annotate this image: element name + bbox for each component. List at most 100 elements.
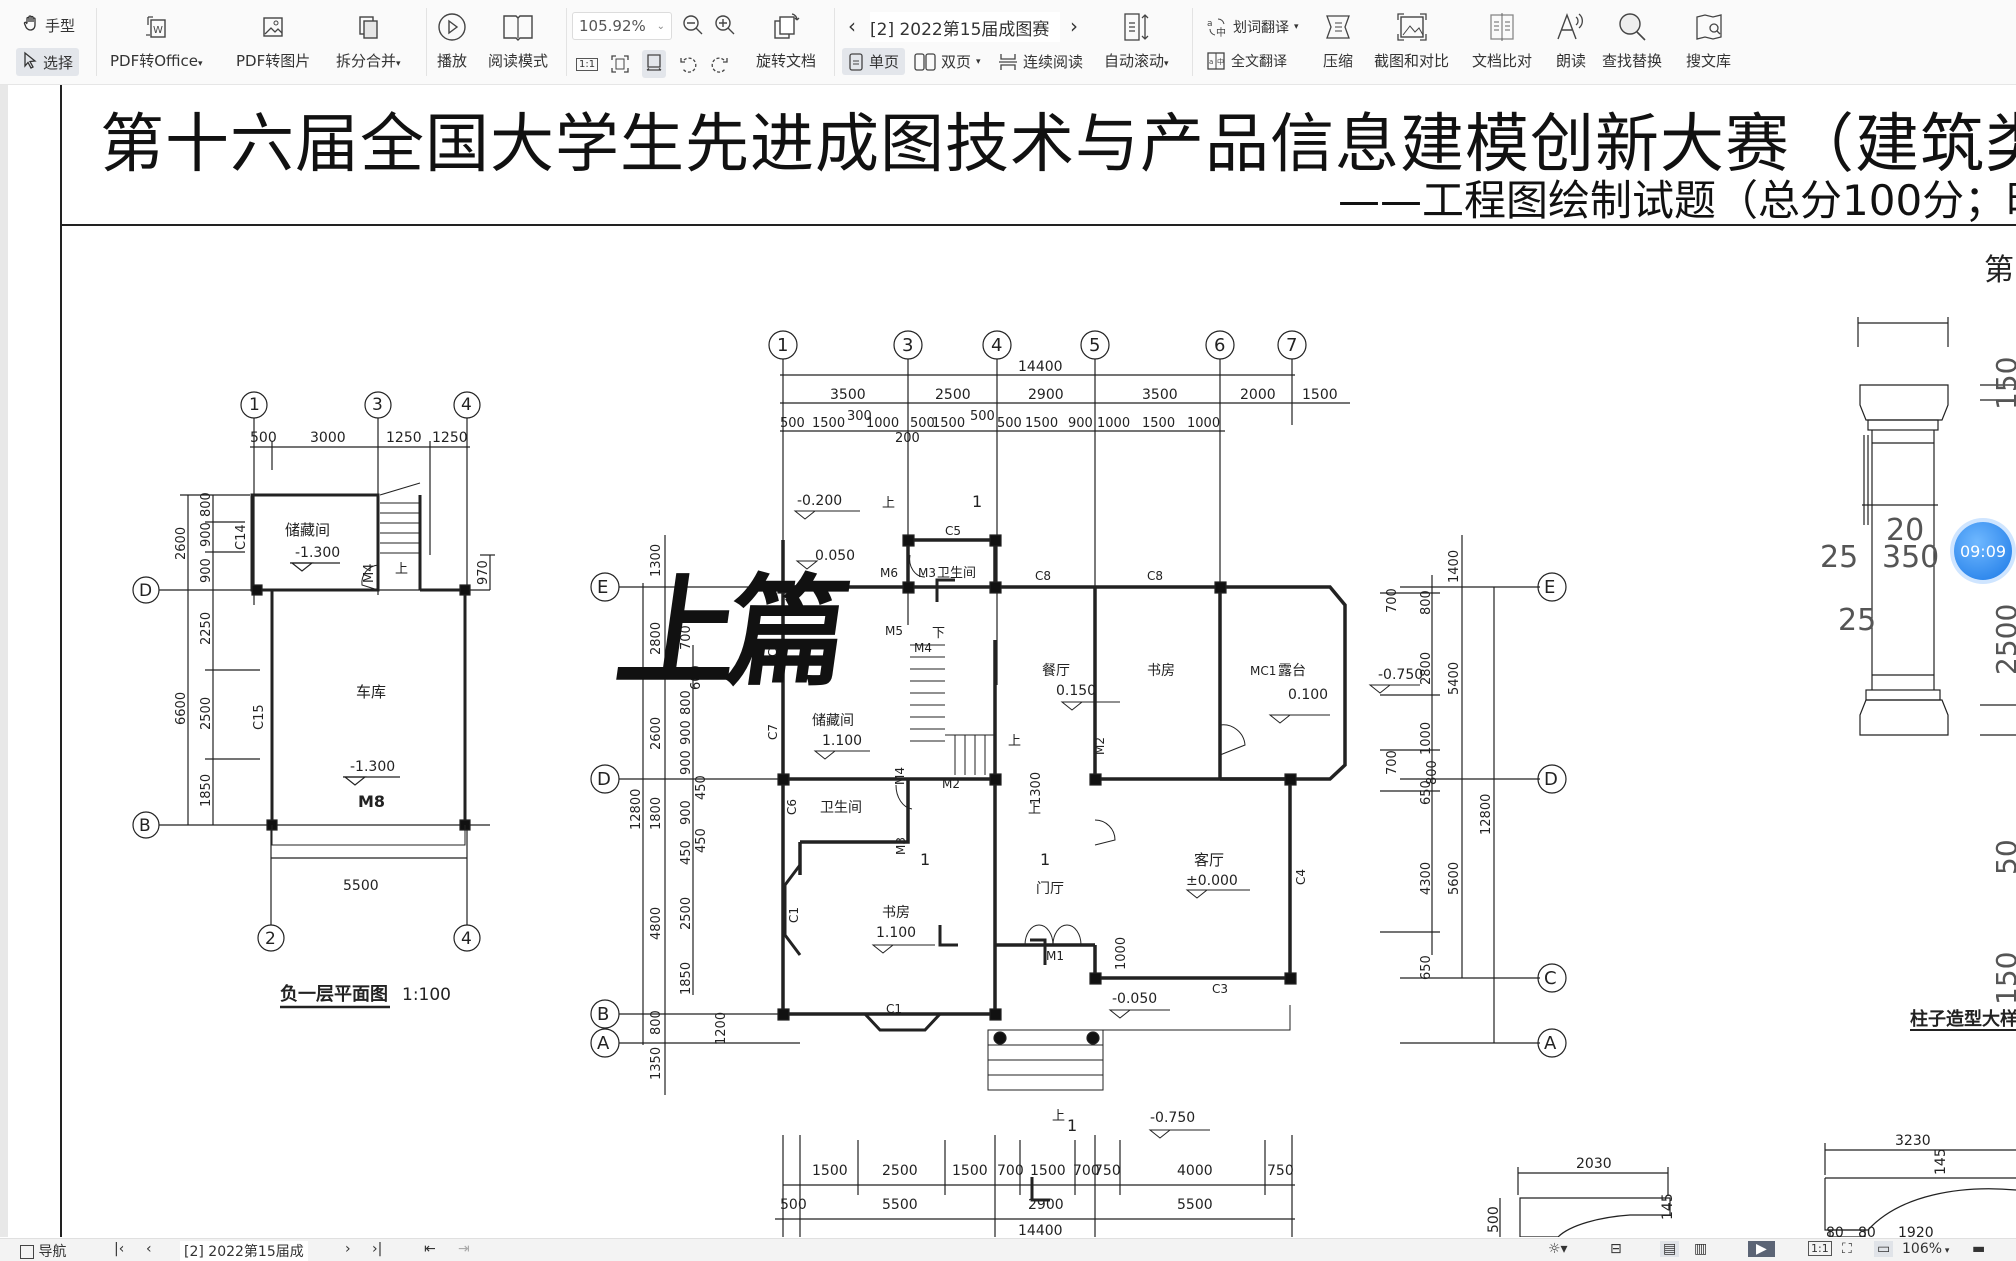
svg-text:2: 2 — [265, 929, 276, 949]
find-replace-button[interactable]: 查找替换 — [1602, 10, 1662, 71]
pdf-to-office-button[interactable]: W PDF转Office▾ — [110, 10, 203, 71]
minus-icon: ▬ — [1972, 1241, 1986, 1257]
svg-text:MC1: MC1 — [1250, 664, 1276, 678]
svg-text:3: 3 — [372, 395, 383, 415]
zoom-out-icon — [683, 15, 703, 35]
svg-text:2250: 2250 — [199, 612, 214, 645]
svg-text:上: 上 — [395, 562, 408, 577]
actual-size-button[interactable]: 1:1 — [576, 57, 599, 71]
double-page-view-button[interactable]: ▥ — [1694, 1241, 1707, 1257]
svg-text:800: 800 — [649, 1010, 664, 1035]
next-page-button[interactable]: › — [345, 1241, 351, 1257]
svg-text:970: 970 — [476, 560, 491, 585]
compress-button[interactable]: 压缩 — [1322, 10, 1354, 71]
svg-text:1350: 1350 — [649, 1047, 664, 1080]
document-compare-button[interactable]: 文档比对 — [1472, 10, 1532, 71]
search-library-button[interactable]: 搜文库 — [1686, 10, 1731, 71]
rotate-left-icon[interactable] — [678, 54, 698, 74]
svg-text:1: 1 — [1040, 850, 1050, 869]
continuous-view-button[interactable]: ⊟ — [1610, 1241, 1622, 1257]
svg-text:中: 中 — [1217, 57, 1224, 66]
svg-text:3: 3 — [902, 335, 913, 356]
svg-text:4800: 4800 — [649, 907, 664, 940]
svg-text:A: A — [1544, 1033, 1557, 1054]
svg-text:-0.200: -0.200 — [797, 493, 842, 509]
svg-text:C3: C3 — [1212, 982, 1228, 996]
reading-mode-button[interactable]: 阅读模式 — [488, 10, 548, 71]
library-search-icon — [1693, 10, 1725, 44]
fit-width-button[interactable] — [642, 50, 667, 78]
actual-size-status-button[interactable]: 1:1 — [1808, 1241, 1832, 1256]
svg-text:500: 500 — [910, 416, 935, 431]
back-button[interactable]: ⇤ — [424, 1241, 436, 1257]
eye-protection-button[interactable]: ☼▾ — [1548, 1241, 1568, 1257]
read-aloud-button[interactable]: 朗读 — [1554, 10, 1588, 71]
zoom-out-status-button[interactable]: ▬ — [1972, 1241, 1985, 1257]
svg-text:450: 450 — [694, 775, 709, 800]
play-button[interactable]: 播放 — [436, 10, 468, 71]
svg-text:M2: M2 — [1093, 737, 1107, 755]
split-merge-button[interactable]: 拆分合并▾ — [336, 10, 401, 71]
svg-text:900: 900 — [199, 558, 214, 583]
screenshot-compare-button[interactable]: 截图和对比 — [1374, 10, 1449, 71]
svg-text:上: 上 — [882, 496, 895, 511]
svg-text:1.100: 1.100 — [822, 733, 862, 749]
page-selector[interactable]: [2] 2022第15届成 — [180, 1241, 308, 1261]
svg-text:M3: M3 — [918, 566, 936, 580]
zoom-level-select[interactable]: 105.92% ⌄ — [572, 12, 672, 40]
forward-button[interactable]: ⇥ — [458, 1241, 470, 1257]
single-page-icon — [849, 52, 863, 71]
svg-text:W: W — [153, 25, 163, 36]
svg-text:1000: 1000 — [1097, 416, 1130, 431]
svg-text:A: A — [597, 1033, 610, 1054]
rotate-document-button[interactable]: 旋转文档 — [756, 10, 816, 71]
document-tab-selector[interactable]: [2] 2022第15届成图赛 — [870, 12, 1060, 42]
play-slideshow-button[interactable]: ▶ — [1748, 1241, 1775, 1257]
svg-text:书房: 书房 — [1147, 663, 1175, 679]
prev-doc-button[interactable]: ‹ — [848, 14, 856, 38]
continuous-scroll-icon — [999, 53, 1017, 70]
svg-text:300: 300 — [847, 409, 872, 424]
pdf-to-image-button[interactable]: PDF转图片 — [236, 10, 310, 71]
svg-text:1850: 1850 — [199, 774, 214, 807]
watermark-text: 上篇 — [608, 562, 849, 703]
continuous-reading-button[interactable]: 连续阅读 — [998, 51, 1083, 72]
chevron-right-icon: › — [1070, 14, 1078, 38]
fit-width-status-button[interactable]: ▭ — [1874, 1241, 1894, 1257]
double-page-button[interactable]: 双页▾ — [914, 51, 981, 72]
cursor-arrow-icon — [22, 51, 38, 73]
zoom-out-button[interactable] — [682, 14, 704, 36]
previous-page-button[interactable]: ‹ — [146, 1241, 152, 1257]
svg-text:中: 中 — [1216, 26, 1226, 38]
svg-text:1: 1 — [249, 395, 260, 415]
rotate-right-icon[interactable] — [710, 54, 730, 74]
svg-text:145: 145 — [1933, 1148, 1949, 1175]
hand-tool-button[interactable]: 手型 — [22, 14, 75, 36]
zoom-in-button[interactable] — [714, 14, 736, 36]
auto-scroll-button[interactable]: 自动滚动▾ — [1104, 10, 1169, 71]
svg-text:-0.050: -0.050 — [1112, 991, 1157, 1007]
svg-text:900: 900 — [679, 750, 694, 775]
fit-page-status-button[interactable]: ⛶ — [1842, 1241, 1852, 1257]
single-page-button[interactable]: 单页 — [842, 48, 906, 75]
svg-text:5500: 5500 — [1177, 1197, 1213, 1213]
continuous-view-icon: ⊟ — [1610, 1241, 1622, 1257]
svg-text:1000: 1000 — [866, 416, 899, 431]
select-tool-button[interactable]: 选择 — [16, 48, 80, 76]
floating-timer-badge[interactable]: 09:09 — [1954, 522, 2012, 580]
zoom-status-select[interactable]: 106% ▾ — [1902, 1241, 1950, 1257]
svg-text:1:100: 1:100 — [402, 985, 451, 1005]
svg-text:800: 800 — [1419, 590, 1434, 615]
first-page-button[interactable]: |‹ — [114, 1241, 124, 1257]
fit-page-icon[interactable] — [610, 54, 630, 74]
svg-text:C15: C15 — [252, 704, 267, 730]
chevron-left-icon: ‹ — [146, 1241, 152, 1257]
navigation-toggle[interactable]: 导航 — [20, 1241, 66, 1261]
next-doc-button[interactable]: › — [1070, 14, 1078, 38]
svg-text:0.100: 0.100 — [1288, 687, 1328, 703]
single-page-view-button[interactable]: ▤ — [1660, 1241, 1680, 1257]
document-viewport[interactable]: 第十六届全国大学生先进成图技术与产品信息建模创新大赛（建筑类）模拟试卷 ——工程… — [0, 85, 2016, 1237]
last-page-button[interactable]: ›| — [372, 1241, 382, 1257]
